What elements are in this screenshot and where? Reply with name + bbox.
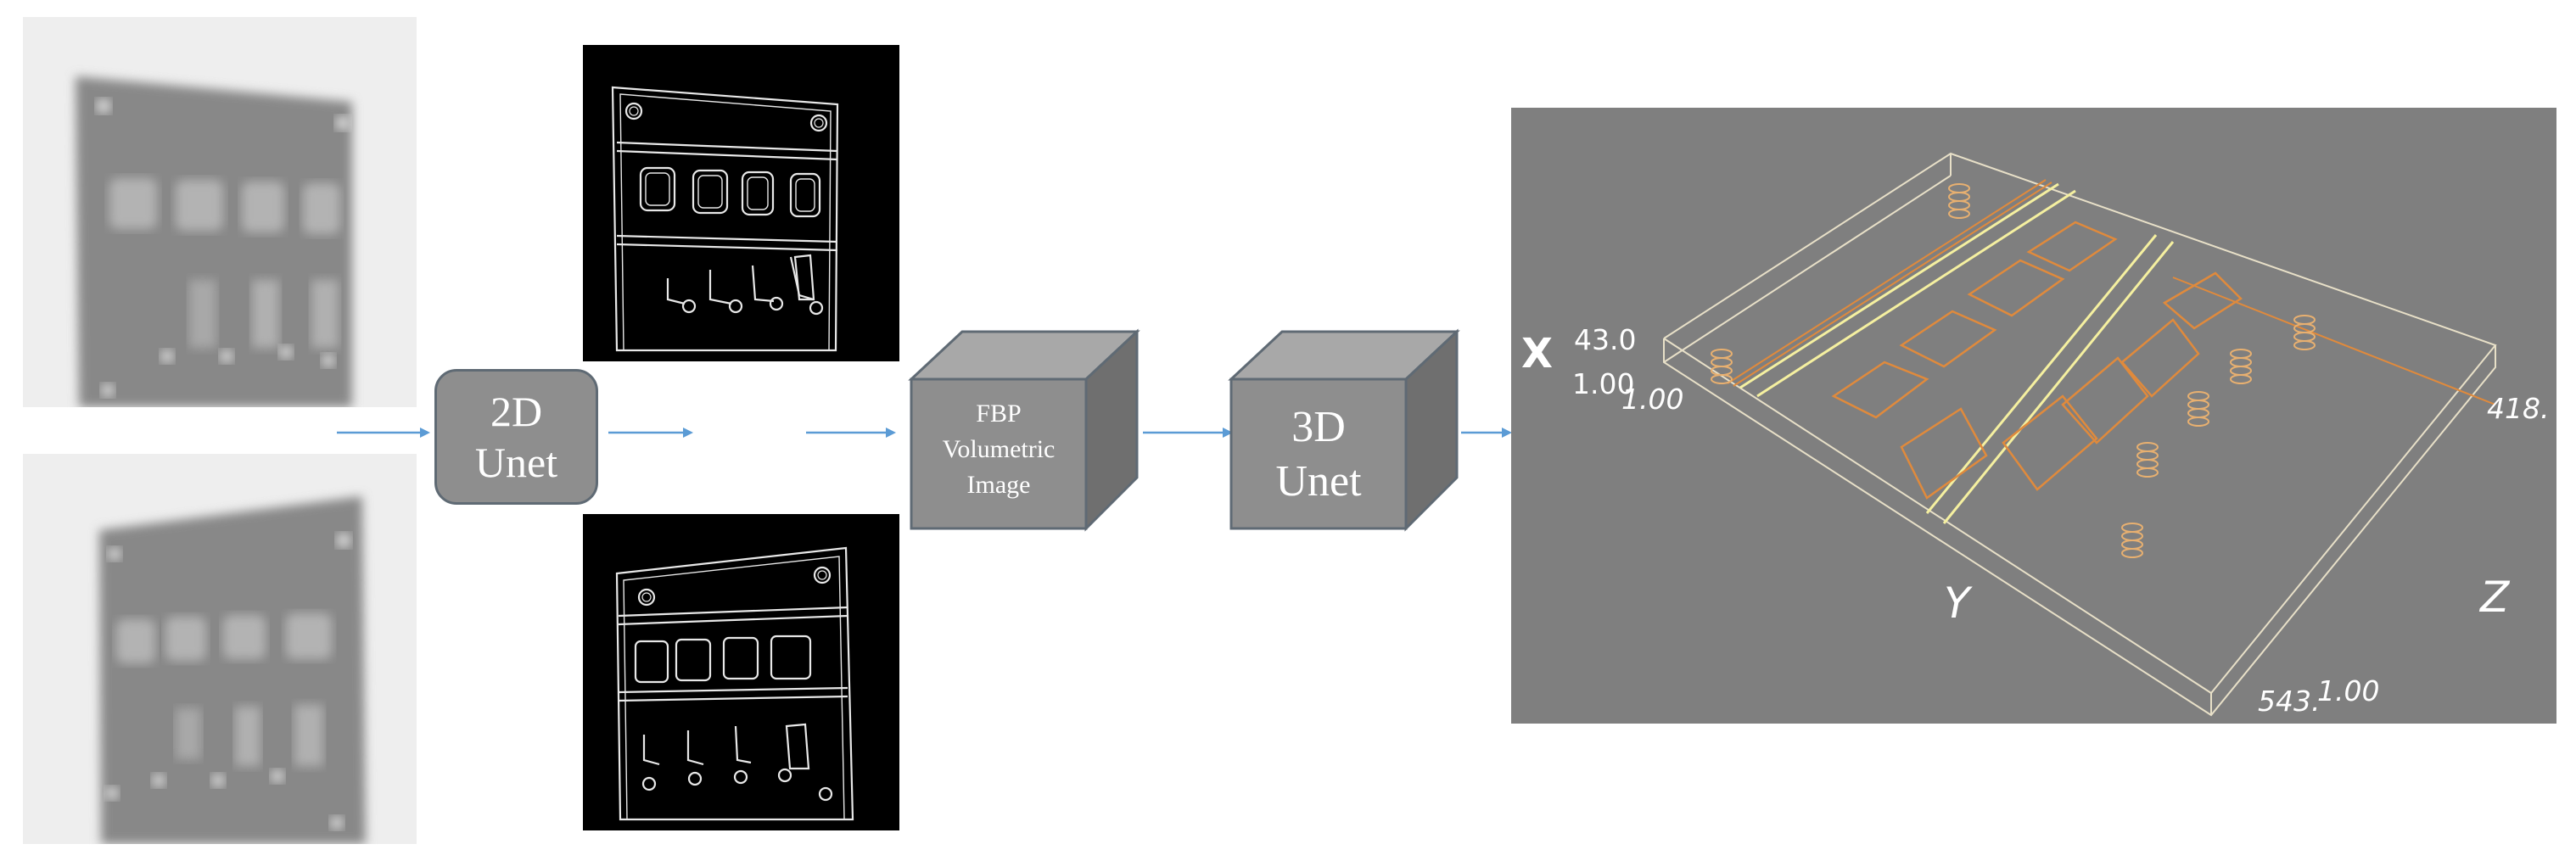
fbp-label-line2: Volumetric [942, 435, 1056, 463]
x-max-tick: 43.0 [1574, 323, 1637, 356]
fbp-label-line1: FBP [976, 400, 1022, 428]
x-min-tick: 1.00 [1572, 367, 1635, 400]
edge-map-top-drawing [611, 86, 839, 352]
y-max-tick: 543. [2258, 685, 2321, 718]
xray-projection-bottom [23, 454, 417, 844]
z-min-tick: 1.00 [2317, 674, 2380, 707]
fbp-label-line3: Image [966, 471, 1031, 499]
3d-unet-label-line1: 3D [1291, 403, 1346, 451]
3d-unet-label: 3D Unet [1231, 400, 1406, 509]
3d-unet-label-line2: Unet [1275, 457, 1362, 506]
xray-projection-top-drawing [76, 76, 352, 407]
axis-x-label: X [1521, 330, 1554, 377]
3d-unet-cube [1228, 328, 1460, 532]
arrow-fbp-to-3d-unet [1143, 428, 1233, 438]
2d-unet-block: 2D Unet [434, 369, 598, 505]
edge-map-top [583, 45, 899, 361]
edge-map-bottom-drawing [615, 546, 854, 821]
fbp-volumetric-cube [908, 328, 1140, 532]
origin-tick: 1.00 [1621, 383, 1684, 416]
arrow-2d-unet-to-edges [608, 428, 693, 438]
volume-rendering-panel: X Y Z 43.0 1.00 1.00 418. 543. 1.00 [1511, 108, 2556, 724]
2d-unet-label-line2: Unet [474, 439, 558, 486]
arrow-edges-to-fbp [806, 428, 896, 438]
axis-y-label: Y [1944, 579, 1970, 628]
edge-map-bottom [583, 514, 899, 830]
axis-z-label: Z [2480, 573, 2510, 622]
fbp-cube-label: FBP Volumetric Image [911, 396, 1086, 503]
2d-unet-label-line1: 2D [490, 388, 543, 435]
z-max-tick: 418. [2487, 392, 2550, 425]
volume-rendering-drawing [1663, 152, 2497, 717]
xray-projection-bottom-drawing [99, 496, 366, 844]
arrow-input-to-2d-unet [337, 428, 430, 438]
arrow-3d-unet-to-volume [1461, 428, 1512, 438]
xray-projection-top [23, 17, 417, 407]
